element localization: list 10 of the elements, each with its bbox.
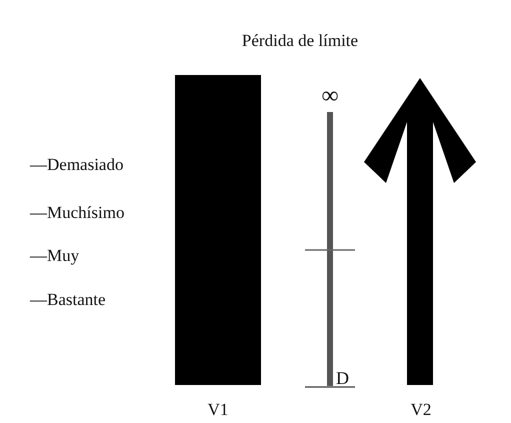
bar [175, 75, 261, 385]
axis-label: V2 [410, 401, 432, 418]
axis-label: V1 [208, 401, 228, 418]
title: Pérdida de límite [242, 32, 358, 49]
scale-label: D [336, 369, 349, 387]
infinity-symbol: ∞ [321, 84, 339, 108]
level-label: —Muy [30, 247, 80, 264]
level-label: —Muchísimo [30, 204, 124, 221]
level-label: —Bastante [30, 291, 106, 308]
level-label: —Demasiado [30, 156, 124, 173]
